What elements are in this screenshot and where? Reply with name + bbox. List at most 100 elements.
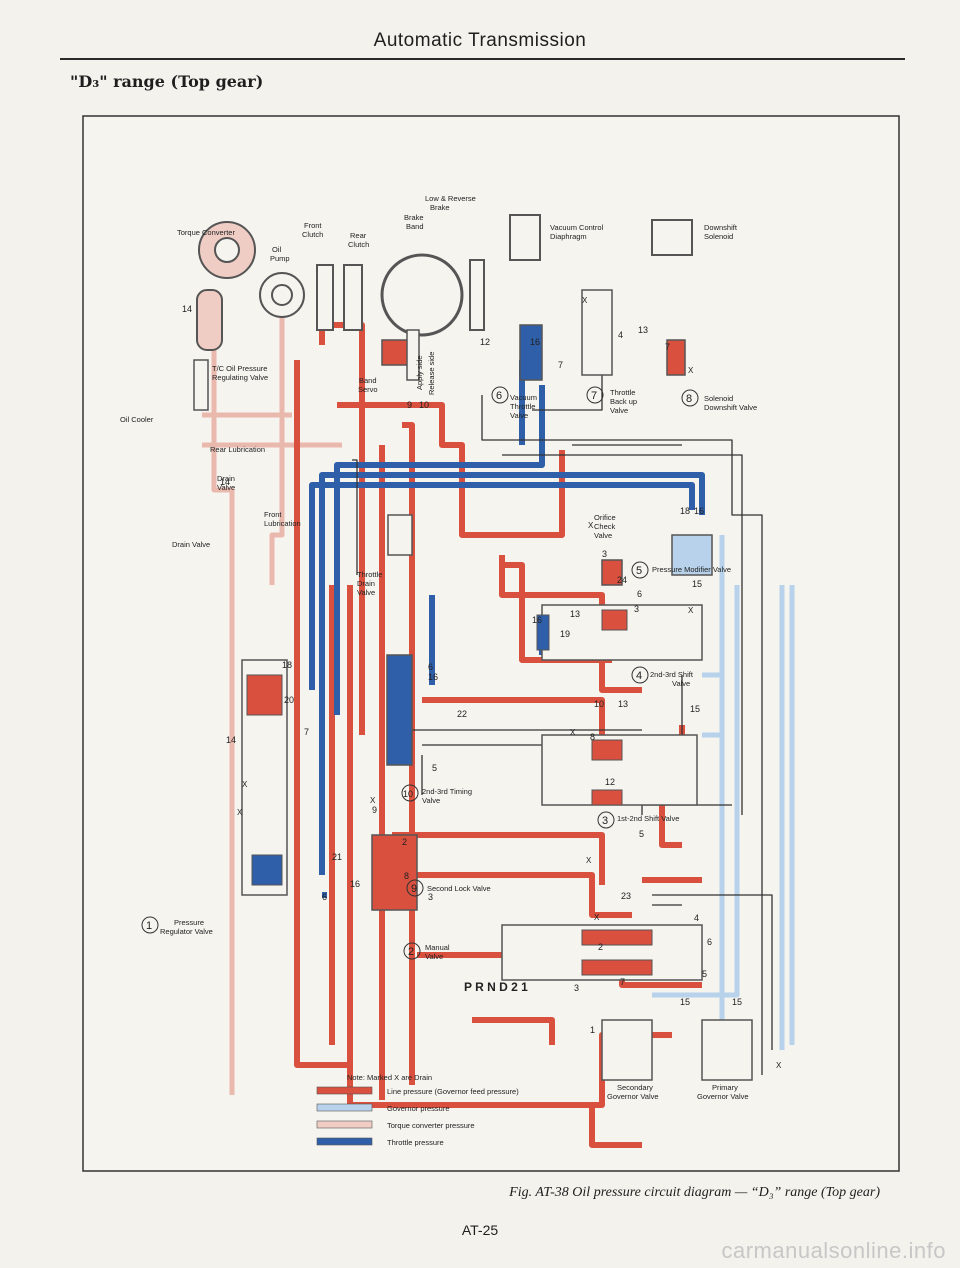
line-number: 9 <box>372 805 377 815</box>
line-number: 5 <box>432 763 437 773</box>
line-number: 4 <box>694 913 699 923</box>
line-number: 4 <box>618 330 623 340</box>
label-vac-throttle-3: Valve <box>510 411 528 420</box>
svg-text:5: 5 <box>636 565 642 577</box>
label-front-lub-2: Lubrication <box>264 519 301 528</box>
label-manual-1: Manual <box>425 943 450 952</box>
label-timing-1: 2nd-3rd Timing <box>422 787 472 796</box>
label-band-servo-1: Band <box>359 376 377 385</box>
rear-clutch <box>343 264 363 331</box>
legend-swatch <box>316 1103 373 1112</box>
label-pri-gov-1: Primary <box>712 1083 738 1092</box>
marker-4: 4 <box>631 666 649 684</box>
svg-text:2: 2 <box>408 946 414 958</box>
legend-label: Governor pressure <box>387 1104 450 1113</box>
legend-swatch <box>316 1120 373 1129</box>
marker-8: 8 <box>681 389 699 407</box>
label-downshift-2: Solenoid <box>704 232 733 241</box>
label-torque-converter: Torque Converter <box>177 228 235 237</box>
line-number: 6 <box>428 662 433 672</box>
svg-text:8: 8 <box>686 393 692 405</box>
vacuum-control-diaphragm <box>509 214 543 381</box>
line-number: 6 <box>707 937 712 947</box>
marker-3: 3 <box>597 811 615 829</box>
line-number: 14 <box>182 304 192 314</box>
diagram-frame <box>82 115 900 1172</box>
label-vac-throttle-2: Throttle <box>510 402 535 411</box>
legend-note: Note: Marked X are Drain <box>347 1073 432 1082</box>
marker-1: 1 <box>141 916 159 934</box>
line-number: 6 <box>637 589 642 599</box>
line-number: 20 <box>284 695 294 705</box>
line-number: 24 <box>617 575 627 585</box>
svg-text:10: 10 <box>403 789 413 799</box>
line-number: 6 <box>322 892 327 902</box>
primary-governor-valve <box>701 1019 753 1081</box>
line-number: 10 <box>419 400 429 410</box>
label-front-lub-1: Front <box>264 510 282 519</box>
label-drain-valve-b: Drain Valve <box>172 540 210 549</box>
component-labels: Torque Converter Oil Pump Front Clutch R… <box>120 194 757 1101</box>
label-vac-throttle-1: Vacuum <box>510 393 537 402</box>
drain-mark: X <box>588 521 594 530</box>
label-sec-gov-1: Secondary <box>617 1083 653 1092</box>
section-heading: "D₃" range (Top gear) <box>70 72 264 91</box>
2nd-3rd-shift-valve <box>536 604 703 661</box>
label-throttle-drain-1: Throttle <box>357 570 382 579</box>
label-tc-valve-1: T/C Oil Pressure <box>212 364 267 373</box>
label-throttle-drain-2: Drain <box>357 579 375 588</box>
label-rear-clutch-1: Rear <box>350 231 367 240</box>
label-shift-23-1: 2nd-3rd Shift <box>650 670 694 679</box>
throttle-back-up-valve <box>581 289 613 376</box>
line-number: 18 <box>282 660 292 670</box>
label-front-clutch-2: Clutch <box>302 230 323 239</box>
line-number: 13 <box>618 699 628 709</box>
label-pressure-reg-2: Regulator Valve <box>160 927 213 936</box>
legend: Note: Marked X are Drain Line pressure (… <box>316 1073 519 1147</box>
legend-label: Torque converter pressure <box>387 1121 475 1130</box>
line-number: 16 <box>530 337 540 347</box>
line-number: 23 <box>621 891 631 901</box>
svg-text:4: 4 <box>636 670 642 682</box>
watermark: carmanualsonline.info <box>721 1238 946 1263</box>
secondary-governor-valve <box>601 1019 653 1081</box>
line-number: 2 <box>598 942 603 952</box>
band-servo <box>381 329 420 381</box>
label-second-lock: Second Lock Valve <box>427 884 491 893</box>
label-drain-valve-a-1: Drain <box>217 474 235 483</box>
svg-text:3: 3 <box>602 815 608 827</box>
line-number: 19 <box>560 629 570 639</box>
label-vacuum-1: Vacuum Control <box>550 223 604 232</box>
label-oil-pump-1: Oil <box>272 245 282 254</box>
svg-text:7: 7 <box>591 390 597 402</box>
legend-label: Throttle pressure <box>387 1138 444 1147</box>
label-drain-valve-a-2: Valve <box>217 483 235 492</box>
manual-valve <box>501 924 703 981</box>
label-vacuum-2: Diaphragm <box>550 232 587 241</box>
line-number: 7 <box>558 360 563 370</box>
line-number: 3 <box>602 549 607 559</box>
line-number: 15 <box>692 579 702 589</box>
line-number: 12 <box>605 777 615 787</box>
label-oil-cooler: Oil Cooler <box>120 415 154 424</box>
marker-2: 2 <box>403 942 421 960</box>
line-number: 16 <box>694 506 704 516</box>
line-number: 9 <box>407 400 412 410</box>
line-number: 18 <box>680 506 690 516</box>
line-number: 8 <box>590 732 595 742</box>
drain-mark: X <box>370 796 376 805</box>
label-pressure-reg-1: Pressure <box>174 918 204 927</box>
throttle-drain-valve <box>387 514 413 556</box>
marker-5: 5 <box>631 561 649 579</box>
line-number: 14 <box>220 477 230 487</box>
header-rule <box>60 58 905 60</box>
line-number: 1 <box>590 1025 595 1035</box>
drain-mark: X <box>688 606 694 615</box>
label-throttle-drain-3: Valve <box>357 588 375 597</box>
label-brake-band-2: Band <box>406 222 424 231</box>
marker-7: 7 <box>586 386 604 404</box>
line-number: 5 <box>702 969 707 979</box>
drain-mark: X <box>586 856 592 865</box>
